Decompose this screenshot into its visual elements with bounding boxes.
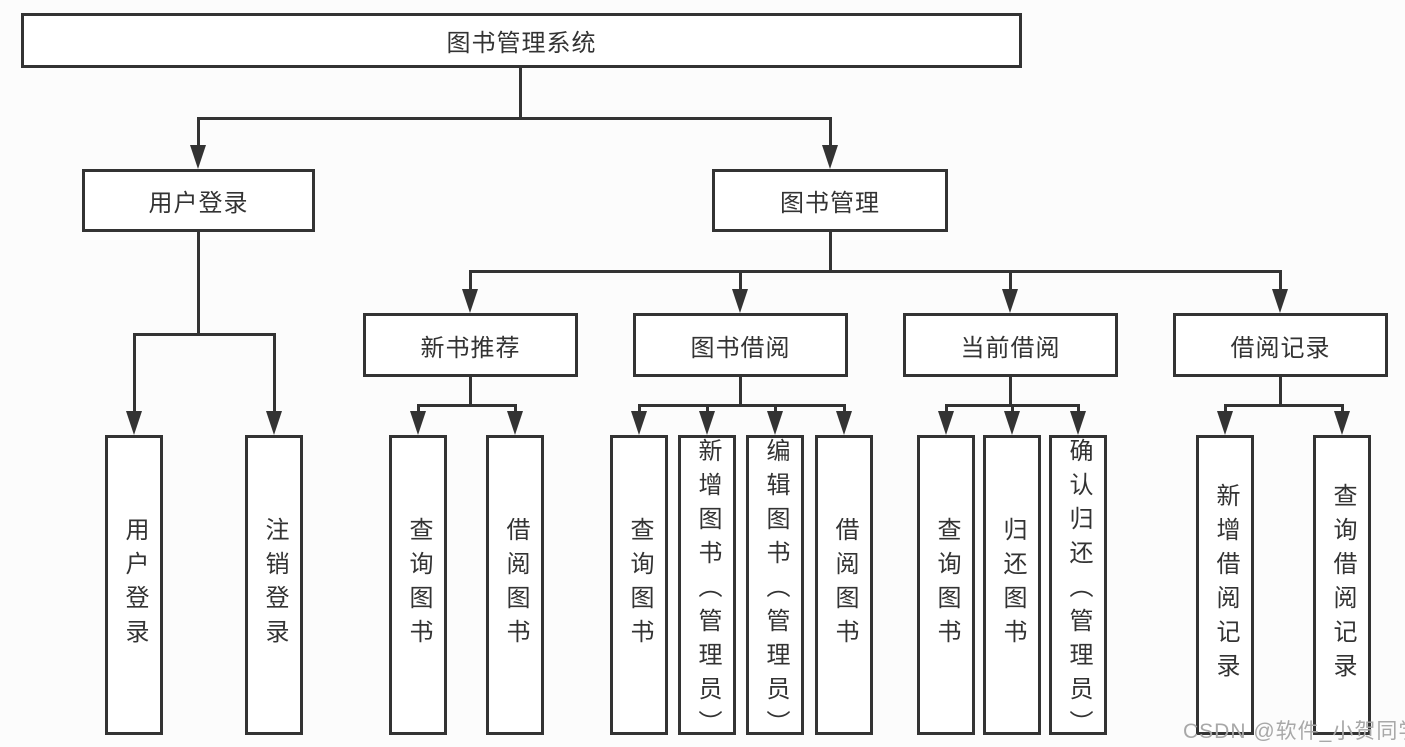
connector-line	[417, 404, 420, 416]
node-borrowing-records: 借阅记录	[1173, 313, 1388, 377]
leaf-add-borrow-record: 新增借阅记录	[1196, 435, 1254, 735]
leaf-label: 查询图书	[933, 517, 960, 653]
node-book-borrowing: 图书借阅	[633, 313, 848, 377]
connector-line	[638, 404, 641, 416]
arrow-down-icon	[1070, 411, 1086, 435]
leaf-label: 编辑图书（管理员）	[762, 438, 789, 744]
leaf-logout: 注销登录	[245, 435, 303, 735]
node-label: 图书借阅	[690, 334, 791, 362]
leaf-add-books-admin: 新增图书（管理员）	[678, 435, 736, 744]
connector-line	[133, 333, 136, 413]
leaf-borrow-books: 借阅图书	[486, 435, 544, 735]
leaf-label: 归还图书	[999, 517, 1026, 653]
leaf-label: 确认归还（管理员）	[1065, 438, 1092, 744]
arrow-down-icon	[266, 411, 282, 435]
connector-line	[774, 404, 777, 416]
connector-line	[706, 404, 709, 416]
leaf-label: 新增图书（管理员）	[694, 438, 721, 744]
arrow-down-icon	[836, 411, 852, 435]
leaf-edit-books-admin: 编辑图书（管理员）	[746, 435, 804, 744]
arrow-down-icon	[732, 289, 748, 313]
connector-line	[514, 404, 517, 416]
arrow-down-icon	[631, 411, 647, 435]
node-label: 图书管理系统	[446, 30, 597, 57]
leaf-label: 查询图书	[405, 517, 432, 653]
arrow-down-icon	[507, 411, 523, 435]
connector-line	[1011, 404, 1014, 416]
leaf-label: 查询图书	[626, 517, 653, 653]
leaf-return-books: 归还图书	[983, 435, 1041, 735]
leaf-label: 用户登录	[121, 517, 148, 653]
node-label: 借阅记录	[1230, 334, 1331, 362]
connector-line	[829, 232, 832, 273]
node-label: 用户登录	[148, 190, 249, 217]
node-label: 当前借阅	[960, 334, 1061, 362]
connector-line	[197, 117, 832, 120]
leaf-query-borrow-record: 查询借阅记录	[1313, 435, 1371, 735]
arrow-down-icon	[410, 411, 426, 435]
connector-line	[1279, 377, 1282, 407]
arrow-down-icon	[767, 411, 783, 435]
node-root-system: 图书管理系统	[21, 13, 1022, 68]
connector-line	[273, 333, 276, 413]
arrow-down-icon	[699, 411, 715, 435]
connector-line	[638, 404, 846, 407]
connector-line	[1224, 404, 1227, 416]
leaf-label: 借阅图书	[502, 517, 529, 653]
connector-line	[843, 404, 846, 416]
connector-line	[1224, 404, 1344, 407]
connector-line	[1077, 404, 1080, 416]
arrow-down-icon	[1272, 289, 1288, 313]
arrow-down-icon	[126, 411, 142, 435]
arrow-down-icon	[462, 289, 478, 313]
node-new-book-recommend: 新书推荐	[363, 313, 578, 377]
arrow-down-icon	[1004, 411, 1020, 435]
connector-line	[133, 333, 276, 336]
arrow-down-icon	[822, 145, 838, 169]
connector-line	[1279, 270, 1282, 292]
connector-line	[197, 117, 200, 147]
leaf-label: 借阅图书	[831, 517, 858, 653]
leaf-query-books: 查询图书	[610, 435, 668, 735]
node-label: 新书推荐	[420, 334, 521, 362]
connector-line	[469, 270, 1281, 273]
connector-line	[829, 117, 832, 147]
node-current-borrowing: 当前借阅	[903, 313, 1118, 377]
connector-line	[1009, 377, 1012, 407]
connector-line	[469, 377, 472, 407]
csdn-watermark: CSDN @软件_小贺同学	[1183, 720, 1405, 743]
connector-line	[1009, 270, 1012, 292]
connector-line	[945, 404, 948, 416]
node-label: 图书管理	[780, 190, 880, 217]
leaf-label: 新增借阅记录	[1212, 483, 1239, 687]
connector-line	[739, 270, 742, 292]
arrow-down-icon	[1334, 411, 1350, 435]
arrow-down-icon	[190, 145, 206, 169]
arrow-down-icon	[1217, 411, 1233, 435]
leaf-label: 注销登录	[261, 517, 288, 653]
arrow-down-icon	[1002, 289, 1018, 313]
connector-line	[1341, 404, 1344, 416]
connector-line	[417, 404, 517, 407]
connector-line	[469, 270, 472, 292]
leaf-borrow-books: 借阅图书	[815, 435, 873, 735]
node-book-management: 图书管理	[712, 169, 948, 232]
connector-line	[519, 68, 522, 118]
leaf-confirm-return-admin: 确认归还（管理员）	[1049, 435, 1107, 744]
leaf-label: 查询借阅记录	[1329, 483, 1356, 687]
leaf-user-login: 用户登录	[105, 435, 163, 735]
node-user-login: 用户登录	[82, 169, 315, 232]
arrow-down-icon	[938, 411, 954, 435]
leaf-query-books: 查询图书	[389, 435, 447, 735]
connector-line	[739, 377, 742, 407]
leaf-query-books: 查询图书	[917, 435, 975, 735]
connector-line	[197, 232, 200, 336]
